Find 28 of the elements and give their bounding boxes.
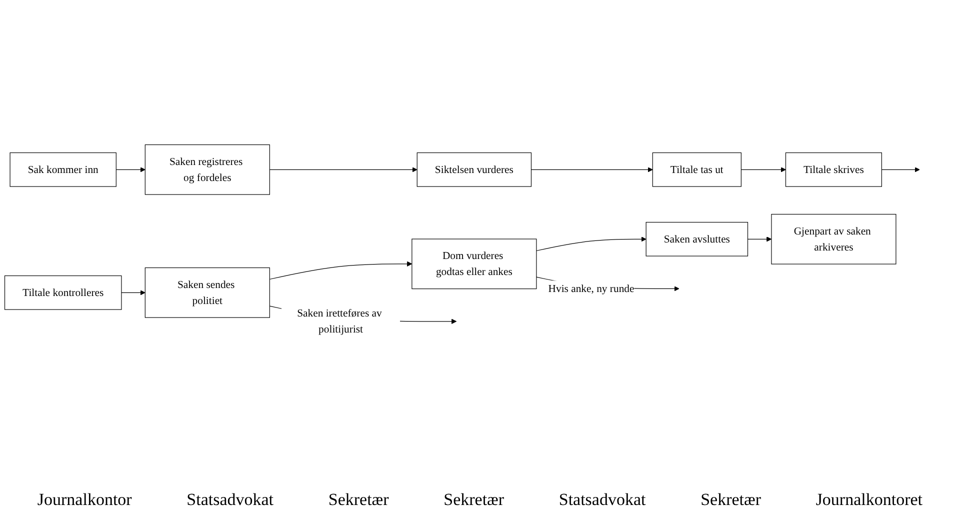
edge-label: Hvis anke, ny runde <box>548 282 634 294</box>
arrow <box>536 236 646 251</box>
node-box: Saken sendes politiet <box>144 267 270 318</box>
node-box: Tiltale tas ut <box>652 152 742 187</box>
role-label: Statsadvokat <box>186 490 274 510</box>
arrow <box>747 236 772 242</box>
arrow <box>740 166 786 172</box>
node-box: Dom vurderes godtas eller ankes <box>412 238 537 290</box>
node-box: Saken registreres og fordeles <box>144 144 270 195</box>
node-box: Saken avsluttes <box>646 222 748 256</box>
role-label: Sekretær <box>700 490 761 510</box>
node-box: Tiltale kontrolleres <box>4 275 122 310</box>
node-box: Gjenpart av saken arkiveres <box>771 214 896 264</box>
role-label: Journalkontoret <box>816 490 923 510</box>
role-label: Sekretær <box>328 490 389 510</box>
role-label: Sekretær <box>444 490 504 510</box>
node-box: Siktelsen vurderes <box>416 152 532 187</box>
arrow <box>116 166 146 172</box>
node-box: Sak kommer inn <box>10 152 116 187</box>
arrow <box>881 166 920 172</box>
arrow <box>121 290 146 296</box>
arrow <box>269 261 412 280</box>
arrow <box>530 166 653 172</box>
edge-label: Saken iretteføres av politijurist <box>297 307 382 335</box>
role-label: Statsadvokat <box>558 490 646 510</box>
node-box: Tiltale skrives <box>785 152 882 187</box>
role-label: Journalkontor <box>37 490 132 510</box>
arrow <box>269 166 418 172</box>
